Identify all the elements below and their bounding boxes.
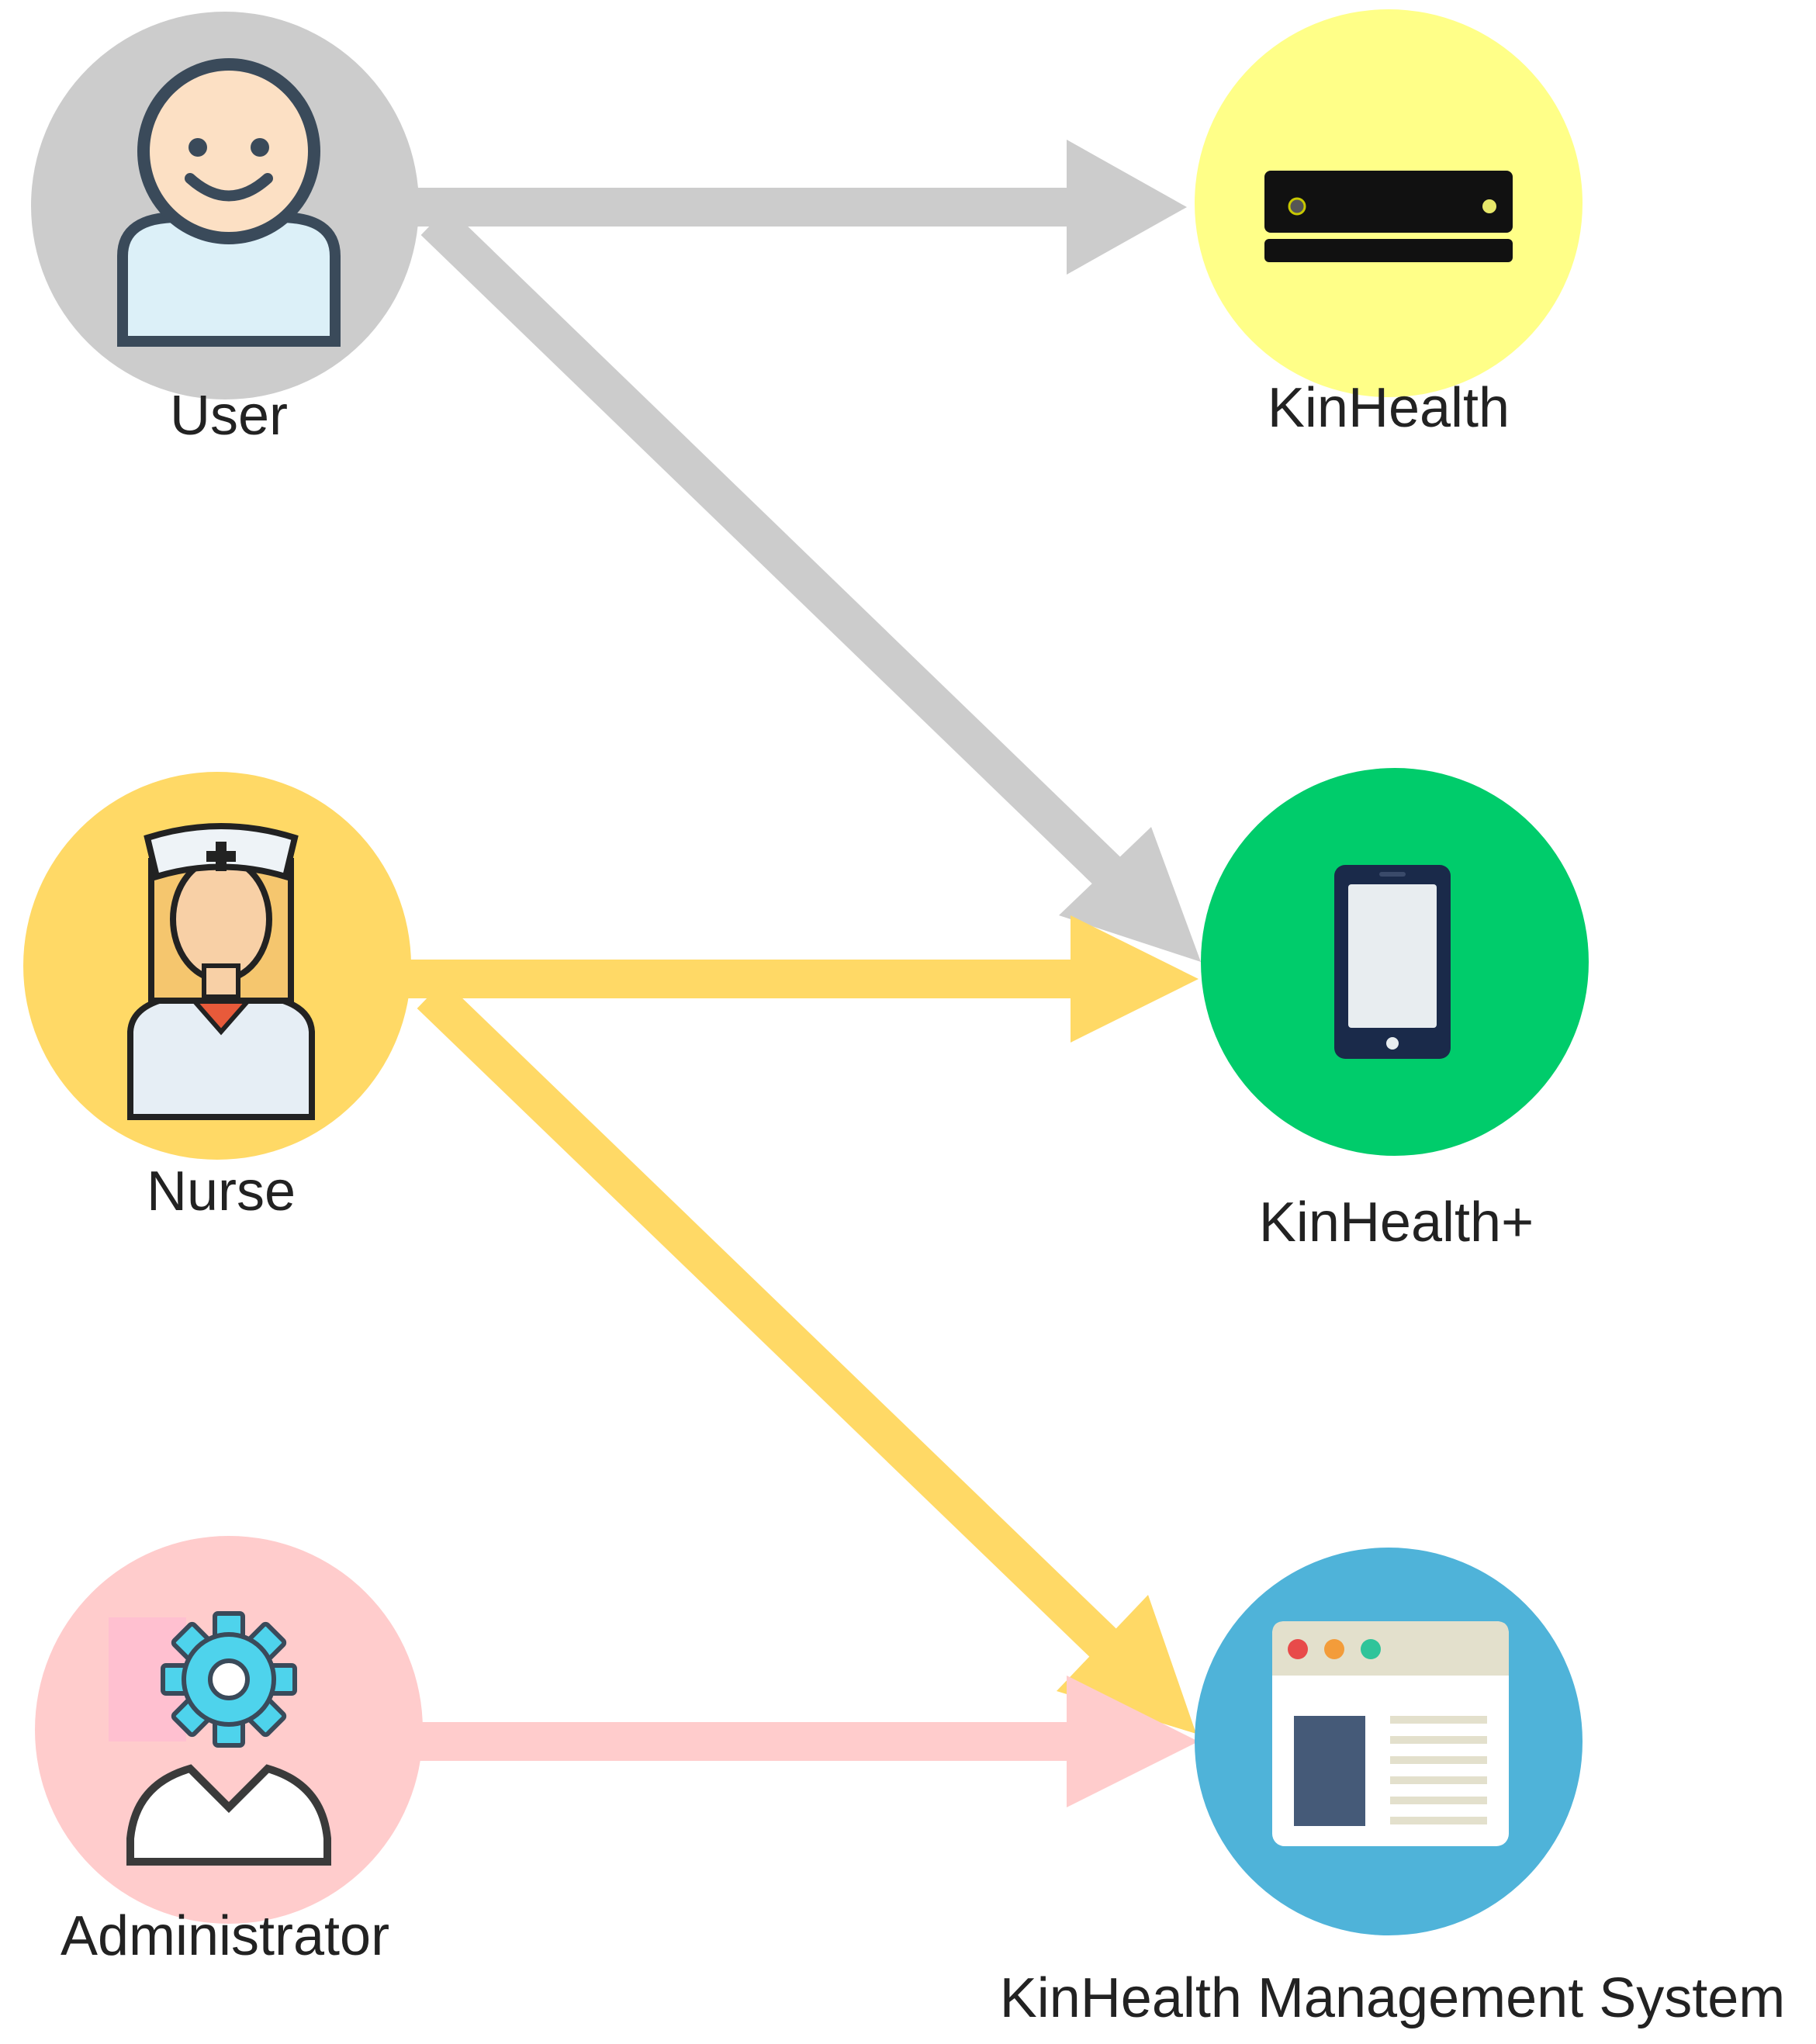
actor-nurse: Nurse [23,772,411,1223]
kinect-sensor-icon [1264,171,1513,262]
system-management-label: KinHealth Management System [1000,1967,1786,2029]
user-face-icon [117,58,341,347]
admin-gear-icon [126,1611,331,1866]
arrow-administrator-to-management-system [419,1676,1199,1807]
actor-user: User [31,12,419,447]
system-kinhealth: KinHealth [1195,9,1583,439]
tablet-icon [1334,865,1451,1059]
nurse-icon [127,823,315,1120]
actor-administrator-label: Administrator [61,1905,389,1967]
actor-user-label: User [170,385,288,447]
actor-nurse-label: Nurse [147,1160,296,1223]
system-kinhealth-plus-label: KinHealth+ [1259,1191,1534,1254]
arrow-nurse-to-kinhealth-plus [407,915,1199,1043]
actor-administrator: Administrator [35,1536,423,1967]
system-kinhealth-plus: KinHealth+ [1201,768,1589,1254]
browser-window-icon [1272,1621,1509,1846]
arrow-user-to-kinhealth [411,140,1187,275]
system-management: KinHealth Management System [1000,1548,1786,2029]
arrow-user-to-kinhealth-plus [420,207,1201,962]
system-kinhealth-label: KinHealth [1268,377,1510,439]
arrow-nurse-to-management-system [417,980,1196,1734]
connections [407,140,1201,1807]
